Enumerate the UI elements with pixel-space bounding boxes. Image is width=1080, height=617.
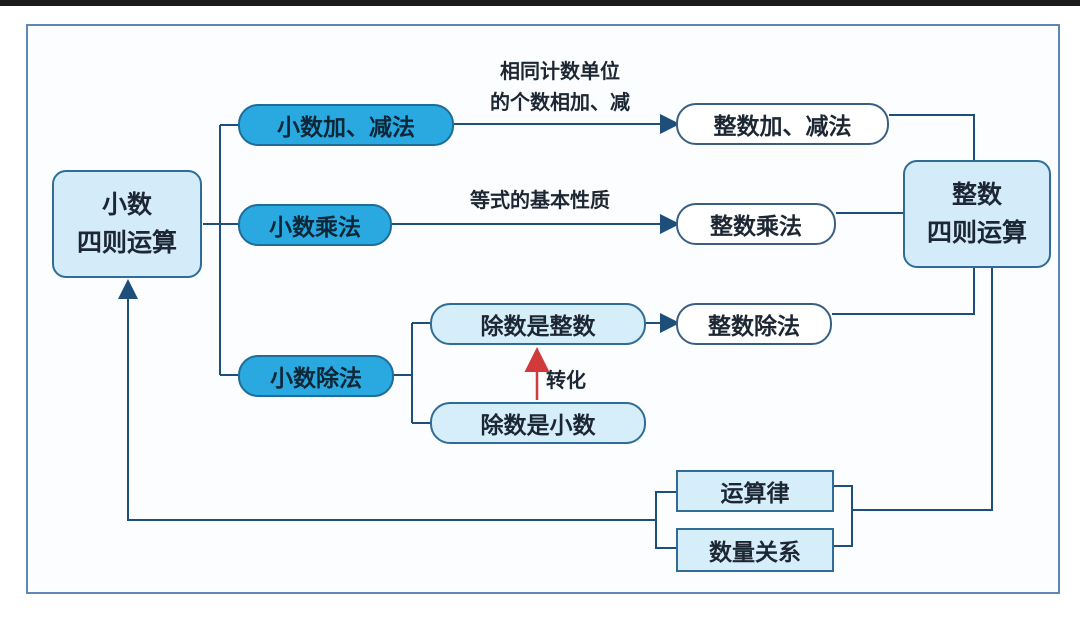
- divisor-integer-node: 除数是整数: [430, 303, 646, 345]
- arrow-back-to-decimal: [118, 279, 656, 521]
- integer-ops-line2: 四则运算: [926, 218, 1027, 247]
- label-same-unit-line2: 的个数相加、减: [490, 90, 630, 114]
- integer-ops-line1: 整数: [951, 180, 1002, 209]
- divisor-decimal-node: 除数是小数: [430, 402, 646, 444]
- integer-four-operations-box: 整数 四则运算: [903, 160, 1051, 268]
- decimal-add-sub-node: 小数加、减法: [238, 104, 454, 146]
- top-bar: [0, 0, 1080, 6]
- operation-laws-node: 运算律: [676, 470, 834, 512]
- connector-int-div-to-right: [832, 268, 975, 315]
- label-transform: 转化: [546, 368, 586, 392]
- integer-add-sub-node: 整数加、减法: [676, 103, 889, 145]
- label-same-unit-line1: 相同计数单位: [500, 59, 620, 83]
- decimal-div-node: 小数除法: [238, 355, 394, 397]
- decimal-mul-node: 小数乘法: [238, 204, 392, 246]
- decimal-ops-line1: 小数: [101, 190, 152, 219]
- integer-mul-node: 整数乘法: [676, 203, 836, 245]
- decimal-ops-line2: 四则运算: [76, 228, 177, 257]
- laws-bracket-right: [834, 485, 853, 547]
- quantity-relations-node: 数量关系: [676, 528, 834, 572]
- laws-bracket-left: [655, 491, 676, 549]
- integer-div-node: 整数除法: [676, 303, 832, 345]
- decimal-four-operations-box: 小数 四则运算: [52, 170, 202, 278]
- label-equation-property: 等式的基本性质: [470, 188, 610, 212]
- connector-int-add-to-right: [889, 114, 975, 160]
- connector-right-to-laws: [852, 268, 993, 511]
